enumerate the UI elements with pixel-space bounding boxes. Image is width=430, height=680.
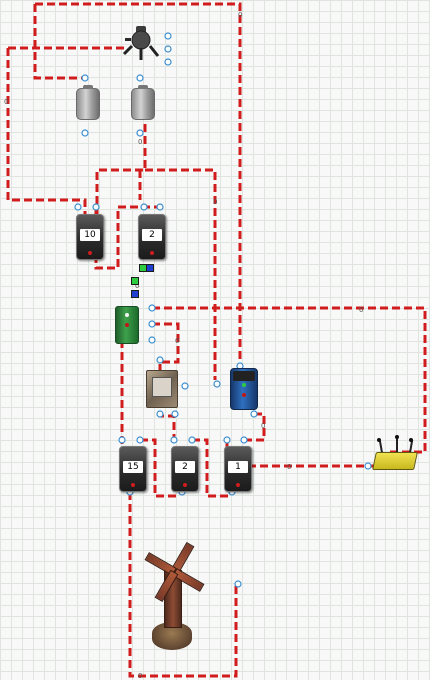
antenna-tip [377,438,381,442]
wire-value-label: 0 [238,11,242,19]
wire[interactable] [6,46,128,214]
port[interactable] [164,58,172,66]
status-led [150,251,154,255]
gate-value: 15 [123,461,143,473]
port[interactable] [136,74,144,82]
gate-value: 10 [80,229,100,241]
gate-2-bottom[interactable]: 2 [171,446,199,492]
wire-value-label: 0 [175,337,179,345]
wire[interactable] [152,322,180,374]
port[interactable] [81,74,89,82]
antenna [396,438,398,452]
port[interactable] [223,436,231,444]
port[interactable] [156,356,164,364]
connector-icon[interactable] [131,290,139,298]
green-controller-icon[interactable] [115,306,139,344]
status-led [88,251,92,255]
antenna-tip [409,438,413,442]
wire[interactable] [244,412,266,442]
port[interactable] [250,410,258,418]
wire-value-label: 0 [287,463,291,471]
port[interactable] [81,129,89,137]
status-led [131,483,135,487]
connector-icon[interactable] [146,264,154,272]
port[interactable] [213,380,221,388]
port[interactable] [148,304,156,312]
crate-icon[interactable] [146,370,178,408]
gate-small[interactable]: 1 [224,446,252,492]
port[interactable] [164,45,172,53]
gate-10[interactable]: 10 [76,214,104,260]
status-led [125,323,129,327]
sensor-turret-icon[interactable] [122,24,160,62]
windmill-icon[interactable] [140,536,210,652]
port[interactable] [240,436,248,444]
gate-value: 1 [228,461,248,473]
status-led [242,383,246,387]
wire-value-label: 0 [138,672,142,680]
port[interactable] [140,203,148,211]
status-led [236,483,240,487]
wire[interactable] [128,492,238,678]
wire-value-label: 0 [138,138,142,146]
port[interactable] [364,462,372,470]
port[interactable] [171,410,179,418]
tank-icon[interactable] [131,85,155,120]
port[interactable] [188,436,196,444]
wire-value-label: 0 [135,282,139,290]
status-led [183,483,187,487]
port[interactable] [156,410,164,418]
connector-icon[interactable] [131,277,139,285]
blue-controller-icon[interactable] [230,368,258,410]
gate-15[interactable]: 15 [119,446,147,492]
port[interactable] [136,129,144,137]
port[interactable] [92,203,100,211]
gate-value: 2 [142,229,162,241]
port[interactable] [164,32,172,40]
gate-value: 2 [175,461,195,473]
port[interactable] [148,336,156,344]
router-body [372,452,418,470]
port[interactable] [148,320,156,328]
antenna-tip [395,435,399,439]
wire-value-label: 0 [4,98,8,106]
port[interactable] [136,436,144,444]
tank-icon[interactable] [76,85,100,120]
wire[interactable] [33,2,242,366]
port[interactable] [170,436,178,444]
wire[interactable] [95,88,217,380]
status-led [125,313,129,317]
port[interactable] [181,382,189,390]
port[interactable] [234,580,242,588]
status-led [242,393,246,397]
port[interactable] [118,436,126,444]
wire-value-label: 0 [261,422,265,430]
port[interactable] [74,203,82,211]
wire-value-label: 0 [359,306,363,314]
wire-red-group [6,2,427,678]
port[interactable] [156,203,164,211]
router-icon[interactable] [372,434,418,474]
wire[interactable] [192,438,232,498]
gate-2-top[interactable]: 2 [138,214,166,260]
device-top-panel [233,371,255,381]
wire-value-label: 0 [213,198,217,206]
